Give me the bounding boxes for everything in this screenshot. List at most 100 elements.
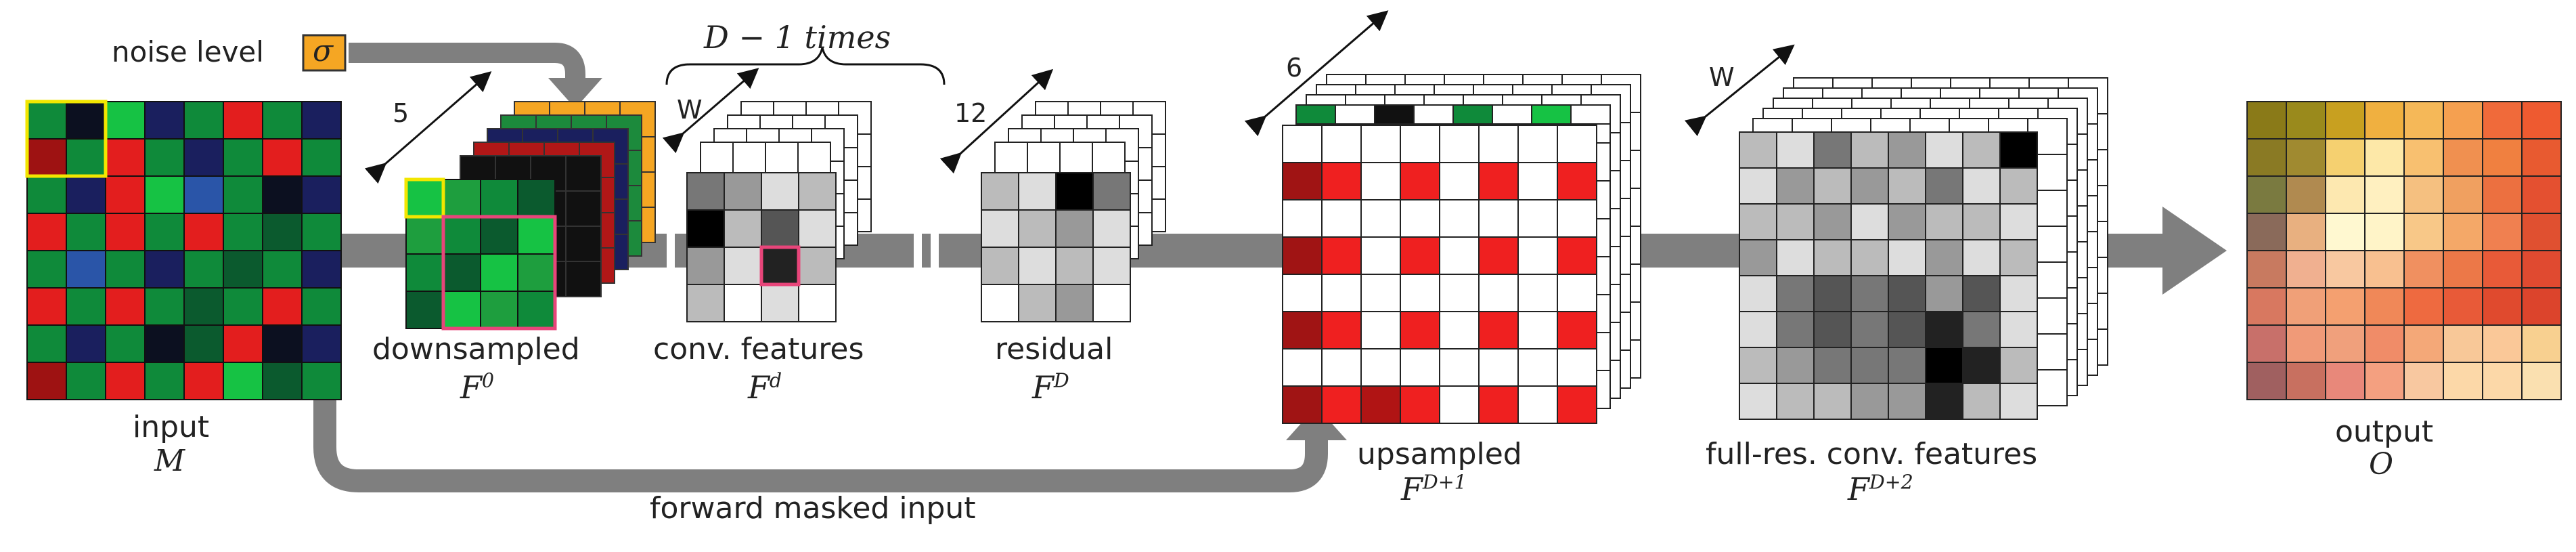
grid-cell	[183, 101, 224, 140]
grid-cell	[981, 209, 1019, 248]
grid-cell	[2364, 138, 2405, 177]
upsampled-top-layer	[1282, 125, 1597, 424]
output-cells	[2246, 101, 2562, 400]
grid-cell	[2286, 324, 2326, 363]
grid-cell	[262, 101, 303, 140]
downsampled-top-layer	[405, 179, 556, 329]
grid-cell	[1776, 311, 1815, 348]
grid-cell	[1739, 383, 1777, 420]
grid-cell	[2364, 287, 2405, 326]
grid-cell	[1282, 311, 1323, 349]
dim-label-w2: W	[1709, 62, 1735, 92]
grid-cell	[1999, 383, 2038, 420]
grid-cell	[2482, 213, 2523, 251]
grid-cell	[105, 175, 146, 214]
grid-cell	[301, 101, 342, 140]
grid-cell	[1413, 104, 1454, 125]
grid-cell	[105, 138, 146, 177]
grid-cell	[301, 287, 342, 326]
d-minus-1-brace	[665, 47, 946, 85]
fullres-symbol: FD+2	[1848, 471, 1913, 507]
grid-cell	[2521, 138, 2562, 177]
grid-cell	[2443, 213, 2483, 251]
grid-cell	[1776, 131, 1815, 169]
grid-cell	[2246, 213, 2287, 251]
grid-cell	[981, 247, 1019, 285]
grid-cell	[1776, 383, 1815, 420]
grid-cell	[1374, 104, 1415, 125]
grid-cell	[223, 250, 263, 289]
grid-cell	[1813, 383, 1852, 420]
grid-cell	[223, 101, 263, 140]
grid-cell	[1055, 284, 1094, 322]
grid-cell	[183, 175, 224, 214]
grid-cell	[1888, 311, 1926, 348]
grid-cell	[2521, 101, 2562, 140]
grid-cell	[2482, 287, 2523, 326]
upsampled-label: upsampled	[1357, 437, 1522, 471]
grid-cell	[1478, 162, 1519, 200]
noise-path	[349, 43, 585, 81]
grid-cell	[26, 101, 67, 140]
grid-cell	[1888, 275, 1926, 312]
grid-cell	[1739, 347, 1777, 384]
dim-arrow-12	[939, 68, 1054, 174]
grid-cell	[405, 179, 444, 217]
grid-cell	[1557, 199, 1597, 238]
grid-cell	[105, 250, 146, 289]
grid-cell	[1478, 385, 1519, 424]
grid-cell	[1962, 275, 2001, 312]
grid-cell	[1517, 236, 1558, 275]
upsampled-symbol: FD+1	[1401, 471, 1467, 507]
grid-cell	[1813, 167, 1852, 205]
grid-cell	[2482, 175, 2523, 214]
grid-cell	[66, 362, 106, 400]
grid-cell	[223, 175, 263, 214]
grid-cell	[1439, 125, 1480, 163]
grid-cell	[1282, 348, 1323, 387]
grid-cell	[1925, 383, 1963, 420]
output-grid	[2246, 101, 2562, 400]
grid-cell	[1478, 125, 1519, 163]
grid-cell	[761, 284, 799, 322]
flow-gap	[914, 230, 922, 271]
grid-cell	[301, 138, 342, 177]
grid-cell	[565, 226, 602, 262]
grid-cell	[223, 362, 263, 400]
grid-cell	[262, 213, 303, 251]
grid-cell	[1439, 348, 1480, 387]
grid-cell	[1557, 162, 1597, 200]
grid-cell	[1999, 131, 2038, 169]
grid-cell	[724, 247, 762, 285]
grid-cell	[1925, 311, 1963, 348]
grid-cell	[2246, 175, 2287, 214]
grid-cell	[105, 213, 146, 251]
d-minus-1-label: D − 1 times	[704, 19, 891, 56]
grid-cell	[1321, 236, 1362, 275]
grid-cell	[443, 216, 481, 255]
grid-cell	[1321, 125, 1362, 163]
grid-cell	[1776, 275, 1815, 312]
grid-cell	[1962, 203, 2001, 240]
conv-features-label: conv. features	[653, 332, 864, 366]
conv-features-stack	[686, 101, 872, 322]
grid-cell	[1092, 209, 1131, 248]
grid-cell	[2286, 362, 2326, 400]
grid-cell	[2443, 250, 2483, 289]
dim-arrow-w1	[662, 68, 759, 154]
grid-cell	[1282, 385, 1323, 424]
grid-cell	[405, 216, 444, 255]
residual-top-layer	[981, 172, 1131, 322]
grid-cell	[1360, 274, 1401, 312]
grid-cell	[144, 138, 185, 177]
grid-cell	[1517, 274, 1558, 312]
forward-masked-input-label: forward masked input	[650, 491, 976, 526]
grid-cell	[2325, 138, 2366, 177]
grid-cell	[2325, 175, 2366, 214]
grid-cell	[1962, 311, 2001, 348]
dim-label-12: 12	[954, 98, 987, 128]
grid-cell	[1850, 383, 1889, 420]
grid-cell	[1517, 311, 1558, 349]
grid-cell	[1962, 347, 2001, 384]
grid-cell	[144, 175, 185, 214]
